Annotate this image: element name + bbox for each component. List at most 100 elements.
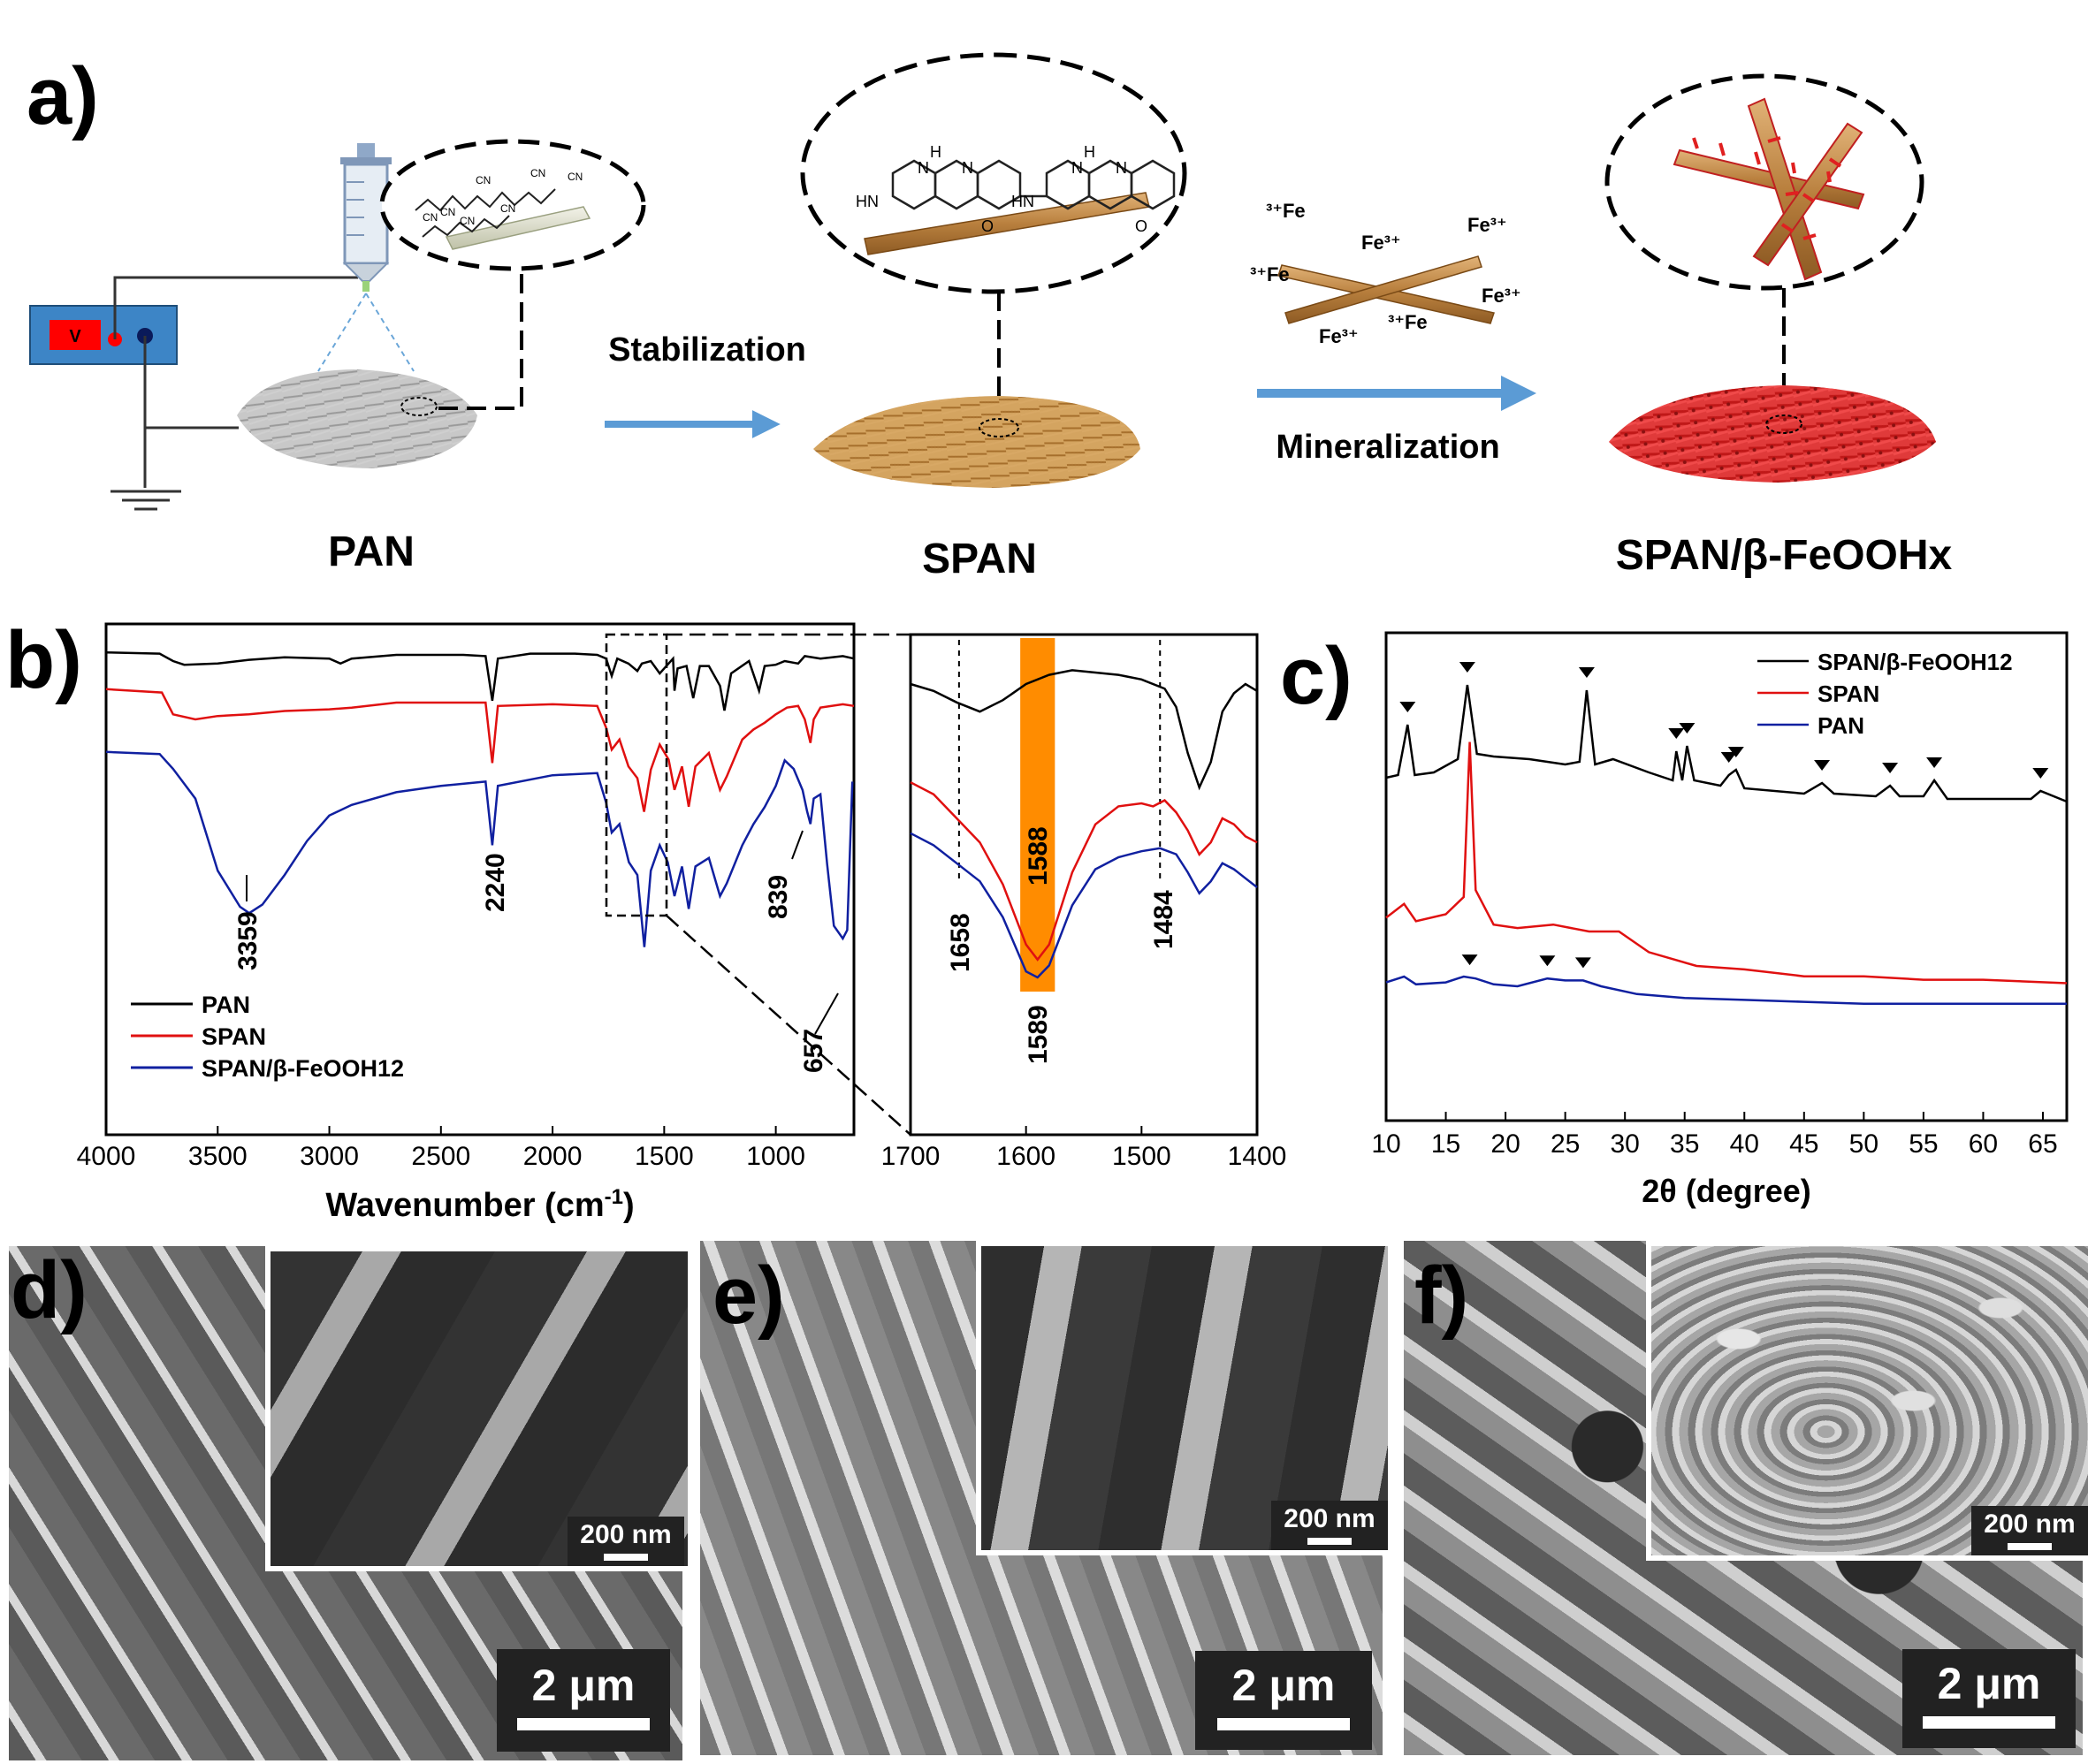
xrd-peak-marker xyxy=(1926,757,1943,768)
xrd-tick-label-20: 20 xyxy=(1490,1129,1520,1159)
svg-text:CN: CN xyxy=(500,202,515,215)
xrd-legend-feooh: SPAN/β-FeOOH12 xyxy=(1817,649,2013,675)
xrd-plot-frame xyxy=(1384,631,2069,1122)
peak-label-2240: 2240 xyxy=(481,853,510,912)
span-stage: H H N N N N HN HN O O SPAN xyxy=(800,52,1187,582)
xrd-peak-marker xyxy=(1399,702,1416,712)
voltage-meter xyxy=(50,320,101,350)
xrd-tick-label-35: 35 xyxy=(1670,1129,1699,1159)
xrd-peak-marker xyxy=(1882,763,1899,773)
voltage-label: V xyxy=(69,327,81,346)
ftir-tick-label-3500: 3500 xyxy=(188,1142,248,1171)
ftir-tick-label-1500: 1500 xyxy=(635,1142,694,1171)
sem-f-inset: 200 nm xyxy=(1646,1241,2088,1561)
ftir-tick-label-4000: 4000 xyxy=(77,1142,136,1171)
xrd-tick-label-10: 10 xyxy=(1371,1129,1400,1159)
svg-text:CN: CN xyxy=(460,215,475,227)
svg-text:N: N xyxy=(918,159,929,177)
inset-label-1484: 1484 xyxy=(1149,890,1178,949)
xrd-x-axis-label: 2θ (degree) xyxy=(1642,1173,1811,1209)
mineralization-label: Mineralization xyxy=(1276,429,1499,466)
svg-text:N: N xyxy=(1071,159,1083,177)
sem-f-main-scale: 2 μm xyxy=(1902,1649,2076,1748)
svg-text:³⁺Fe: ³⁺Fe xyxy=(1250,263,1290,285)
inset-label-1589: 1589 xyxy=(1024,1005,1053,1064)
svg-text:Fe³⁺: Fe³⁺ xyxy=(1361,232,1401,254)
xrd-peak-marker xyxy=(1459,662,1475,673)
xrd-tick-label-25: 25 xyxy=(1551,1129,1580,1159)
ftir-main-plot xyxy=(105,650,855,947)
xrd-legend: SPAN/β-FeOOH12 SPAN PAN xyxy=(1757,649,2013,739)
xrd-series-span-feooh12 xyxy=(1385,684,2068,803)
amine-h-label: H xyxy=(930,143,941,161)
fe-ion-label: ³⁺Fe xyxy=(1266,200,1306,222)
ftir-inset-frame xyxy=(909,633,1259,1137)
nitrile-group-label: CN xyxy=(476,174,491,186)
inset-tick-label-1400: 1400 xyxy=(1228,1142,1287,1171)
ftir-plot-frame xyxy=(104,622,856,1137)
span-label: SPAN xyxy=(922,536,1037,582)
final-label: SPAN/β-FeOOHx xyxy=(1616,532,1953,579)
svg-text:³⁺Fe: ³⁺Fe xyxy=(1388,311,1428,333)
xrd-peak-marker xyxy=(2032,768,2049,779)
svg-text:Fe³⁺: Fe³⁺ xyxy=(1467,214,1507,236)
ftir-tick-label-2500: 2500 xyxy=(411,1142,470,1171)
stabilization-label: Stabilization xyxy=(608,331,806,369)
xrd-series-pan xyxy=(1385,975,2067,1006)
peak-label-839: 839 xyxy=(764,875,793,919)
xrd-peak-marker xyxy=(1461,954,1478,966)
svg-text:Fe³⁺: Fe³⁺ xyxy=(1482,285,1521,307)
zoom-region-box xyxy=(605,633,668,917)
xrd-tick-label-50: 50 xyxy=(1849,1129,1878,1159)
ftir-tick-label-3000: 3000 xyxy=(300,1142,359,1171)
inset-tick-label-1500: 1500 xyxy=(1112,1142,1171,1171)
svg-text:CN: CN xyxy=(568,171,583,183)
svg-text:HN: HN xyxy=(1011,193,1034,210)
inset-label-1658: 1658 xyxy=(946,913,975,972)
svg-text:O: O xyxy=(1135,217,1147,235)
xrd-peak-marker xyxy=(1720,752,1737,763)
imine-label: HN xyxy=(856,193,879,210)
inset-series-span xyxy=(910,781,1258,962)
carbonyl-o-label: O xyxy=(981,217,994,235)
legend-span: SPAN xyxy=(202,1023,266,1050)
final-stage: SPAN/β-FeOOHx xyxy=(1604,73,1953,579)
xrd-peak-marker xyxy=(1574,957,1591,969)
syringe-icon xyxy=(340,143,392,292)
legend-feooh: SPAN/β-FeOOH12 xyxy=(202,1055,404,1082)
panel-a: a) V xyxy=(27,51,1953,582)
ftir-series-span-feooh12 xyxy=(105,750,854,947)
sem-d-inset-scale: 200 nm xyxy=(568,1517,684,1566)
svg-text:N: N xyxy=(962,159,973,177)
ftir-tick-label-2000: 2000 xyxy=(523,1142,583,1171)
electrospinning-setup: V xyxy=(29,139,646,575)
ftir-x-axis-label: Wavenumber (cm-1) xyxy=(325,1185,634,1224)
panel-d-label: d) xyxy=(11,1245,88,1335)
xrd-peak-marker xyxy=(1727,747,1744,757)
sem-e-inset: 200 nm xyxy=(976,1241,1393,1555)
panel-c-label: c) xyxy=(1280,631,1353,721)
panel-a-label: a) xyxy=(27,51,99,141)
svg-text:Fe³⁺: Fe³⁺ xyxy=(1319,325,1359,347)
peak-label-3359: 3359 xyxy=(233,911,263,970)
legend-pan: PAN xyxy=(202,992,250,1018)
inset-series-pan xyxy=(910,669,1258,791)
inset-tick-label-1700: 1700 xyxy=(881,1142,941,1171)
svg-text:CN: CN xyxy=(530,167,545,179)
sem-d-inset: 200 nm xyxy=(265,1246,693,1571)
svg-text:CN: CN xyxy=(440,206,455,218)
sem-e-inset-scale: 200 nm xyxy=(1271,1501,1388,1550)
xrd-tick-label-65: 65 xyxy=(2028,1129,2057,1159)
svg-text:CN: CN xyxy=(423,211,438,224)
highlight-band xyxy=(1020,638,1055,992)
xrd-tick-label-40: 40 xyxy=(1730,1129,1759,1159)
xrd-peak-marker xyxy=(1578,667,1595,678)
xrd-peak-marker xyxy=(1679,723,1696,734)
sem-e-main-scale: 2 μm xyxy=(1195,1651,1372,1750)
peak-label-657: 657 xyxy=(799,1029,828,1073)
xrd-legend-pan: PAN xyxy=(1817,712,1864,739)
